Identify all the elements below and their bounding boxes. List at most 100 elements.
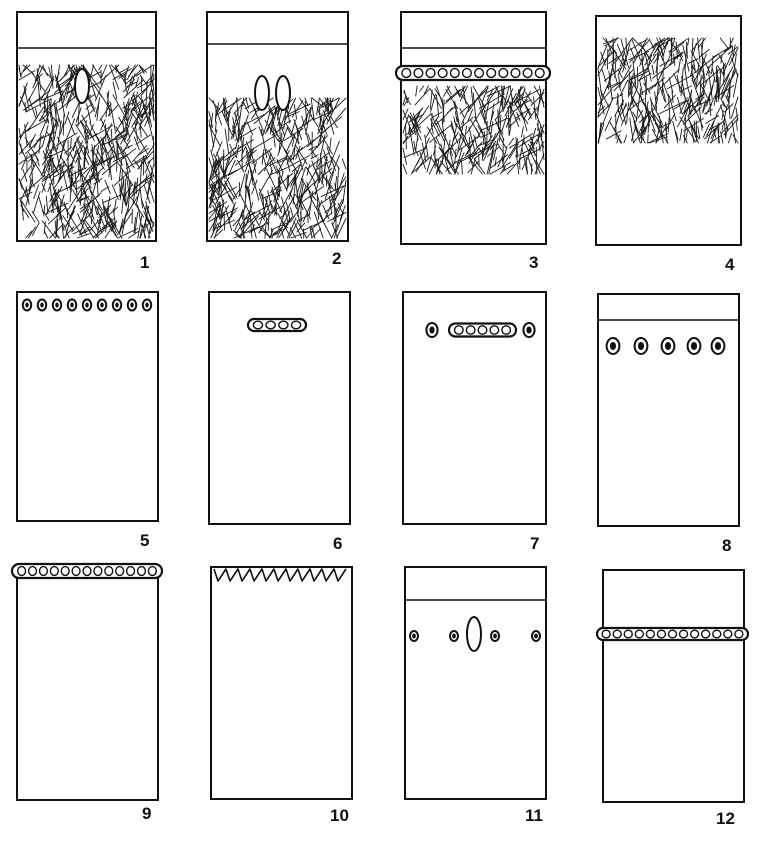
chain-bead bbox=[602, 630, 610, 638]
panel-number: 10 bbox=[330, 806, 349, 825]
chain-bead bbox=[266, 321, 275, 329]
spot-center bbox=[55, 303, 59, 308]
target-spot bbox=[523, 323, 534, 337]
hyphal-stroke bbox=[218, 177, 219, 192]
panel-number: 12 bbox=[716, 809, 735, 828]
chain-bead bbox=[502, 326, 511, 334]
chain-bead bbox=[402, 69, 411, 78]
tube-outline bbox=[17, 292, 158, 521]
hyphal-stroke bbox=[140, 123, 141, 137]
panel-8: 8 bbox=[598, 294, 739, 555]
panel-6: 6 bbox=[209, 292, 350, 553]
panel-12: 12 bbox=[597, 570, 748, 828]
chain-bead bbox=[29, 567, 37, 576]
target-center bbox=[665, 342, 671, 350]
chain-bead bbox=[450, 69, 459, 78]
chain-bead bbox=[426, 69, 435, 78]
chain-bead bbox=[702, 630, 710, 638]
spot-center bbox=[100, 303, 104, 308]
target-spot bbox=[662, 338, 675, 354]
chain-bead bbox=[94, 567, 102, 576]
target-center bbox=[526, 327, 531, 334]
chain-bead bbox=[535, 69, 544, 78]
elongated-colony-left bbox=[255, 76, 269, 110]
panel-10: 10 bbox=[211, 567, 352, 825]
target-center bbox=[429, 327, 434, 334]
chain-bead bbox=[669, 630, 677, 638]
panel-number: 11 bbox=[525, 806, 543, 825]
target-spot bbox=[635, 338, 648, 354]
panel-number: 1 bbox=[140, 253, 149, 272]
hyphal-stroke bbox=[111, 129, 112, 140]
target-spot bbox=[450, 631, 458, 641]
spot-row bbox=[23, 300, 152, 311]
chain-bead bbox=[523, 69, 532, 78]
chain-bead bbox=[414, 69, 423, 78]
panel-1: 1 bbox=[17, 12, 156, 272]
chain-bead bbox=[127, 567, 135, 576]
colony-chain bbox=[248, 319, 306, 331]
panel-number: 7 bbox=[530, 534, 539, 553]
elongated-colony bbox=[75, 69, 89, 103]
colony-chain bbox=[12, 564, 162, 578]
panel-7: 7 bbox=[403, 292, 546, 553]
chain-bead bbox=[148, 567, 156, 576]
chain-bead bbox=[657, 630, 665, 638]
hyphal-stroke bbox=[531, 164, 532, 174]
chain-bead bbox=[499, 69, 508, 78]
chain-bead bbox=[463, 69, 472, 78]
spot-center bbox=[130, 303, 134, 308]
hyphal-stroke bbox=[308, 213, 309, 223]
chain-bead bbox=[466, 326, 475, 334]
spot-center bbox=[145, 303, 149, 308]
tube-outline bbox=[603, 570, 744, 802]
panel-number: 5 bbox=[140, 531, 149, 550]
target-center bbox=[715, 342, 721, 350]
chain-bead bbox=[624, 630, 632, 638]
chain-bead bbox=[455, 326, 464, 334]
target-center bbox=[691, 342, 697, 350]
colony-chain bbox=[449, 324, 516, 337]
tube-outline bbox=[405, 567, 546, 799]
target-center bbox=[493, 634, 497, 639]
chain-bead bbox=[713, 630, 721, 638]
chain-bead bbox=[72, 567, 80, 576]
panel-number: 3 bbox=[529, 253, 538, 272]
chain-bead bbox=[61, 567, 69, 576]
chain-bead bbox=[138, 567, 146, 576]
tube-outline bbox=[17, 570, 158, 800]
chain-bead bbox=[18, 567, 26, 576]
chain-bead bbox=[438, 69, 447, 78]
colony-chain bbox=[597, 628, 748, 640]
chain-bead bbox=[105, 567, 113, 576]
chain-bead bbox=[291, 321, 300, 329]
target-center bbox=[610, 342, 616, 350]
hyphal-stroke bbox=[648, 134, 649, 143]
panel-3: 3 bbox=[396, 12, 550, 272]
panel-number: 6 bbox=[333, 534, 342, 553]
chain-bead bbox=[50, 567, 58, 576]
panel-11: 11 bbox=[405, 567, 546, 825]
target-spot bbox=[491, 631, 499, 641]
chain-bead bbox=[279, 321, 288, 329]
panel-number: 9 bbox=[142, 804, 151, 823]
panel-number: 2 bbox=[332, 249, 341, 268]
chain-bead bbox=[511, 69, 520, 78]
chain-bead bbox=[613, 630, 621, 638]
target-spot bbox=[426, 323, 437, 337]
tube-outline bbox=[598, 294, 739, 526]
hyphal-stroke bbox=[498, 110, 499, 123]
target-spot bbox=[532, 631, 540, 641]
panel-2: 2 bbox=[207, 12, 348, 268]
target-center bbox=[534, 634, 538, 639]
target-center bbox=[452, 634, 456, 639]
chain-bead bbox=[487, 69, 496, 78]
target-center bbox=[412, 634, 416, 639]
hyphal-stroke bbox=[117, 144, 118, 172]
elongated-colony-right bbox=[276, 76, 290, 110]
spot-center bbox=[70, 303, 74, 308]
chain-bead bbox=[475, 69, 484, 78]
hyphal-stroke bbox=[718, 77, 719, 101]
chain-bead bbox=[680, 630, 688, 638]
